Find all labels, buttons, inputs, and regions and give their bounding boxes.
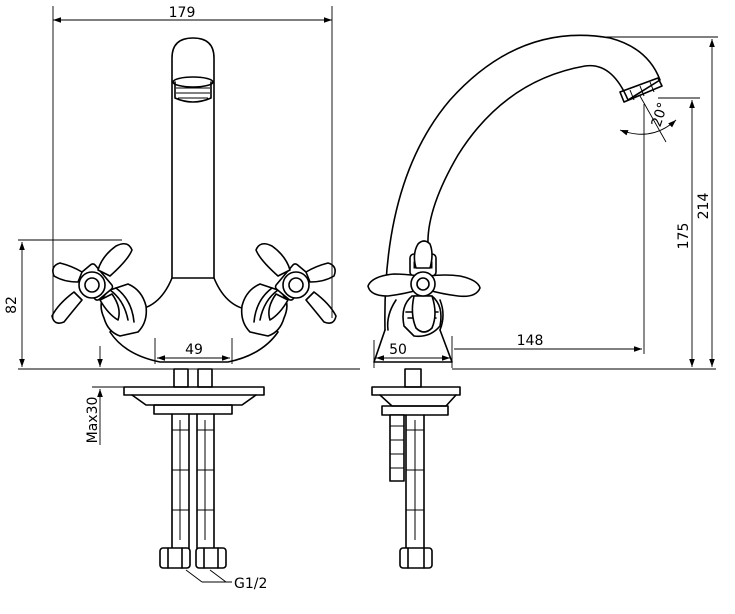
- side-aerator: [619, 77, 663, 103]
- dim-side-base: 50: [373, 336, 453, 368]
- dim-label-179: 179: [169, 5, 196, 21]
- side-body: [373, 329, 453, 363]
- dim-label-214: 214: [696, 193, 712, 220]
- dim-aerator-angle: 20°: [619, 95, 677, 143]
- dim-front-width: 179: [52, 5, 333, 318]
- front-mounting: [123, 368, 265, 569]
- dim-label-82: 82: [4, 296, 20, 314]
- dim-front-height: 82: [4, 239, 360, 370]
- dim-label-20-degrees: 20°: [649, 100, 672, 129]
- dim-label-g1-2: G1/2: [234, 576, 267, 592]
- side-spout: [384, 34, 661, 331]
- dim-label-148: 148: [517, 333, 544, 349]
- left-cross-handle: [51, 242, 133, 324]
- right-cross-handle: [255, 242, 337, 324]
- dim-label-50: 50: [389, 342, 407, 358]
- dim-handle-spacing: 49: [154, 338, 233, 364]
- front-spout: [171, 37, 215, 279]
- dim-label-175: 175: [676, 223, 692, 250]
- side-mounting: [371, 368, 461, 569]
- dim-spout-height: 175: [658, 97, 700, 367]
- side-cross-handle: [367, 240, 481, 333]
- dim-max-thickness: Max30: [85, 346, 124, 445]
- dim-label-max30: Max30: [85, 397, 101, 444]
- dim-label-49: 49: [185, 342, 203, 358]
- thread-callout: G1/2: [185, 569, 267, 592]
- side-view: 50 148 175 214 20°: [367, 34, 718, 569]
- front-aerator-rim: [172, 76, 214, 88]
- front-view: 179 82 49 Max30 G1/2: [4, 5, 360, 592]
- front-aerator: [174, 81, 212, 103]
- dim-total-height: 214: [600, 36, 718, 367]
- dim-reach: 148: [454, 104, 645, 354]
